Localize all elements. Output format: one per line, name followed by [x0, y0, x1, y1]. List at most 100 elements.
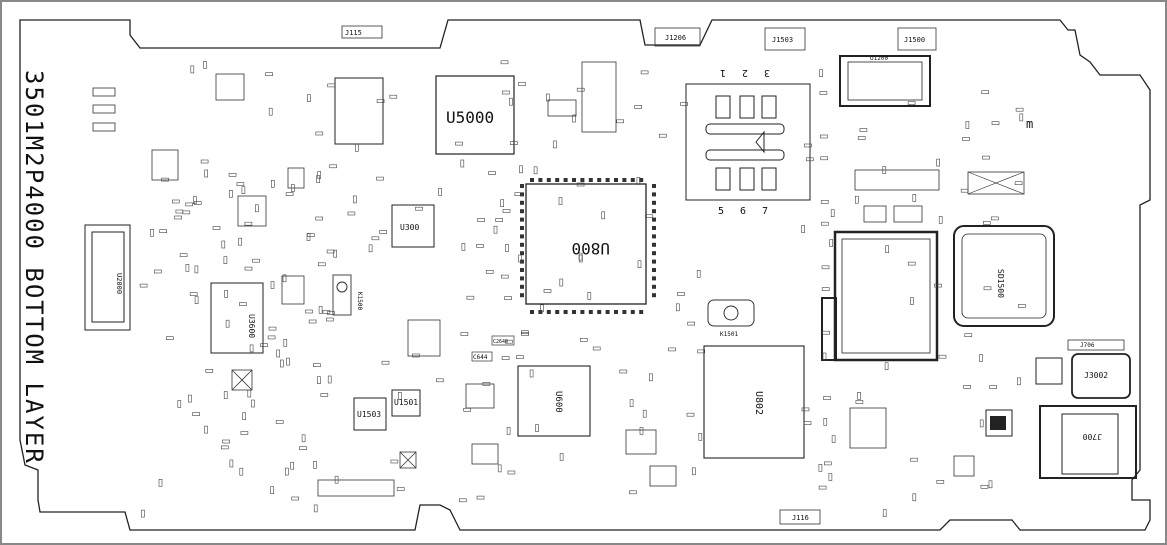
passive-component: [636, 177, 641, 185]
svg-text:U800: U800: [571, 239, 610, 258]
passive-component: [506, 427, 511, 435]
passive-component: [988, 480, 993, 489]
passive-component: [979, 354, 983, 362]
svg-text:U1503: U1503: [357, 410, 381, 419]
passive-component: [172, 199, 180, 204]
passive-component: [818, 463, 823, 472]
label-c2649: C2649: [493, 339, 508, 345]
bga-pad: [520, 284, 524, 289]
svg-text:U600: U600: [553, 391, 563, 413]
passive-component: [329, 164, 338, 169]
chip-u600: [517, 365, 591, 437]
passive-component: [270, 180, 275, 188]
passive-component: [436, 378, 444, 383]
passive-component: [558, 197, 563, 205]
passive-component: [317, 262, 326, 267]
passive-component: [500, 60, 509, 65]
passive-component: [229, 190, 233, 198]
bga-pad: [652, 200, 656, 205]
passive-component: [981, 90, 990, 94]
bga-pad: [652, 217, 656, 222]
passive-component: [504, 296, 512, 300]
passive-component: [318, 306, 323, 314]
passive-component: [500, 274, 509, 279]
passive-component: [139, 283, 148, 288]
chip-u1503: [353, 397, 387, 431]
passive-component: [177, 400, 182, 408]
sim-pin-2: 2: [742, 67, 748, 78]
label-k1500: K1500: [356, 292, 363, 310]
passive-component: [616, 119, 625, 124]
passive-component: [543, 289, 552, 293]
passive-component: [244, 221, 253, 226]
passive-component: [389, 94, 398, 99]
label-j1206: J1206: [665, 34, 686, 42]
passive-component: [179, 253, 188, 257]
passive-component: [907, 261, 916, 266]
passive-component: [884, 362, 889, 371]
passive-component: [553, 140, 557, 149]
passive-component: [301, 434, 306, 443]
passive-component: [306, 94, 311, 102]
passive-component: [290, 184, 295, 192]
bga-pad: [530, 310, 534, 314]
passive-component: [193, 201, 202, 205]
bga-pad: [520, 234, 524, 239]
passive-component: [505, 244, 509, 252]
passive-component: [859, 128, 868, 132]
bga-pad: [652, 192, 656, 197]
bga-pad: [652, 242, 656, 247]
passive-component: [229, 459, 234, 468]
bga-pad: [538, 178, 543, 182]
bga-pad: [520, 209, 524, 214]
passive-component: [290, 461, 295, 470]
passive-component: [251, 399, 255, 408]
passive-component: [461, 243, 466, 251]
bga-pad: [652, 284, 656, 289]
passive-component: [962, 137, 970, 141]
passive-component: [982, 155, 990, 160]
passive-component: [315, 131, 324, 136]
sim-pin-6: 6: [740, 206, 746, 217]
bga-pad: [605, 310, 610, 314]
passive-component: [819, 91, 828, 95]
passive-component: [204, 425, 208, 434]
passive-component: [313, 363, 321, 368]
passive-component: [821, 265, 830, 270]
passive-component: [476, 495, 485, 500]
passive-component: [390, 459, 399, 464]
passive-component: [521, 332, 529, 336]
passive-component: [282, 274, 287, 283]
label-j115: J115: [345, 29, 362, 37]
sim-slot: [685, 83, 811, 201]
passive-component: [518, 82, 526, 86]
passive-component: [648, 373, 653, 382]
bga-pad: [520, 293, 524, 298]
passive-component: [185, 202, 193, 207]
passive-component: [313, 460, 317, 469]
passive-component: [327, 375, 332, 384]
passive-component: [275, 420, 284, 424]
passive-component: [507, 470, 516, 475]
passive-component: [601, 211, 606, 220]
passive-component: [991, 121, 1000, 125]
chip-u800: [525, 183, 647, 305]
passive-component: [658, 133, 667, 138]
passive-component: [1019, 113, 1024, 122]
bga-pad: [652, 251, 656, 256]
passive-component: [313, 504, 318, 513]
chip-u300: [391, 204, 435, 248]
passive-component: [438, 188, 442, 196]
passive-component: [882, 166, 887, 174]
passive-component: [805, 157, 814, 162]
passive-component: [936, 479, 945, 484]
passive-component: [379, 230, 387, 234]
passive-component: [270, 281, 275, 289]
bga-pad: [520, 200, 524, 205]
passive-component: [225, 319, 230, 328]
label-j706: J706: [1080, 342, 1095, 349]
passive-component: [885, 245, 889, 253]
passive-component: [182, 210, 191, 215]
bga-pad: [652, 268, 656, 272]
